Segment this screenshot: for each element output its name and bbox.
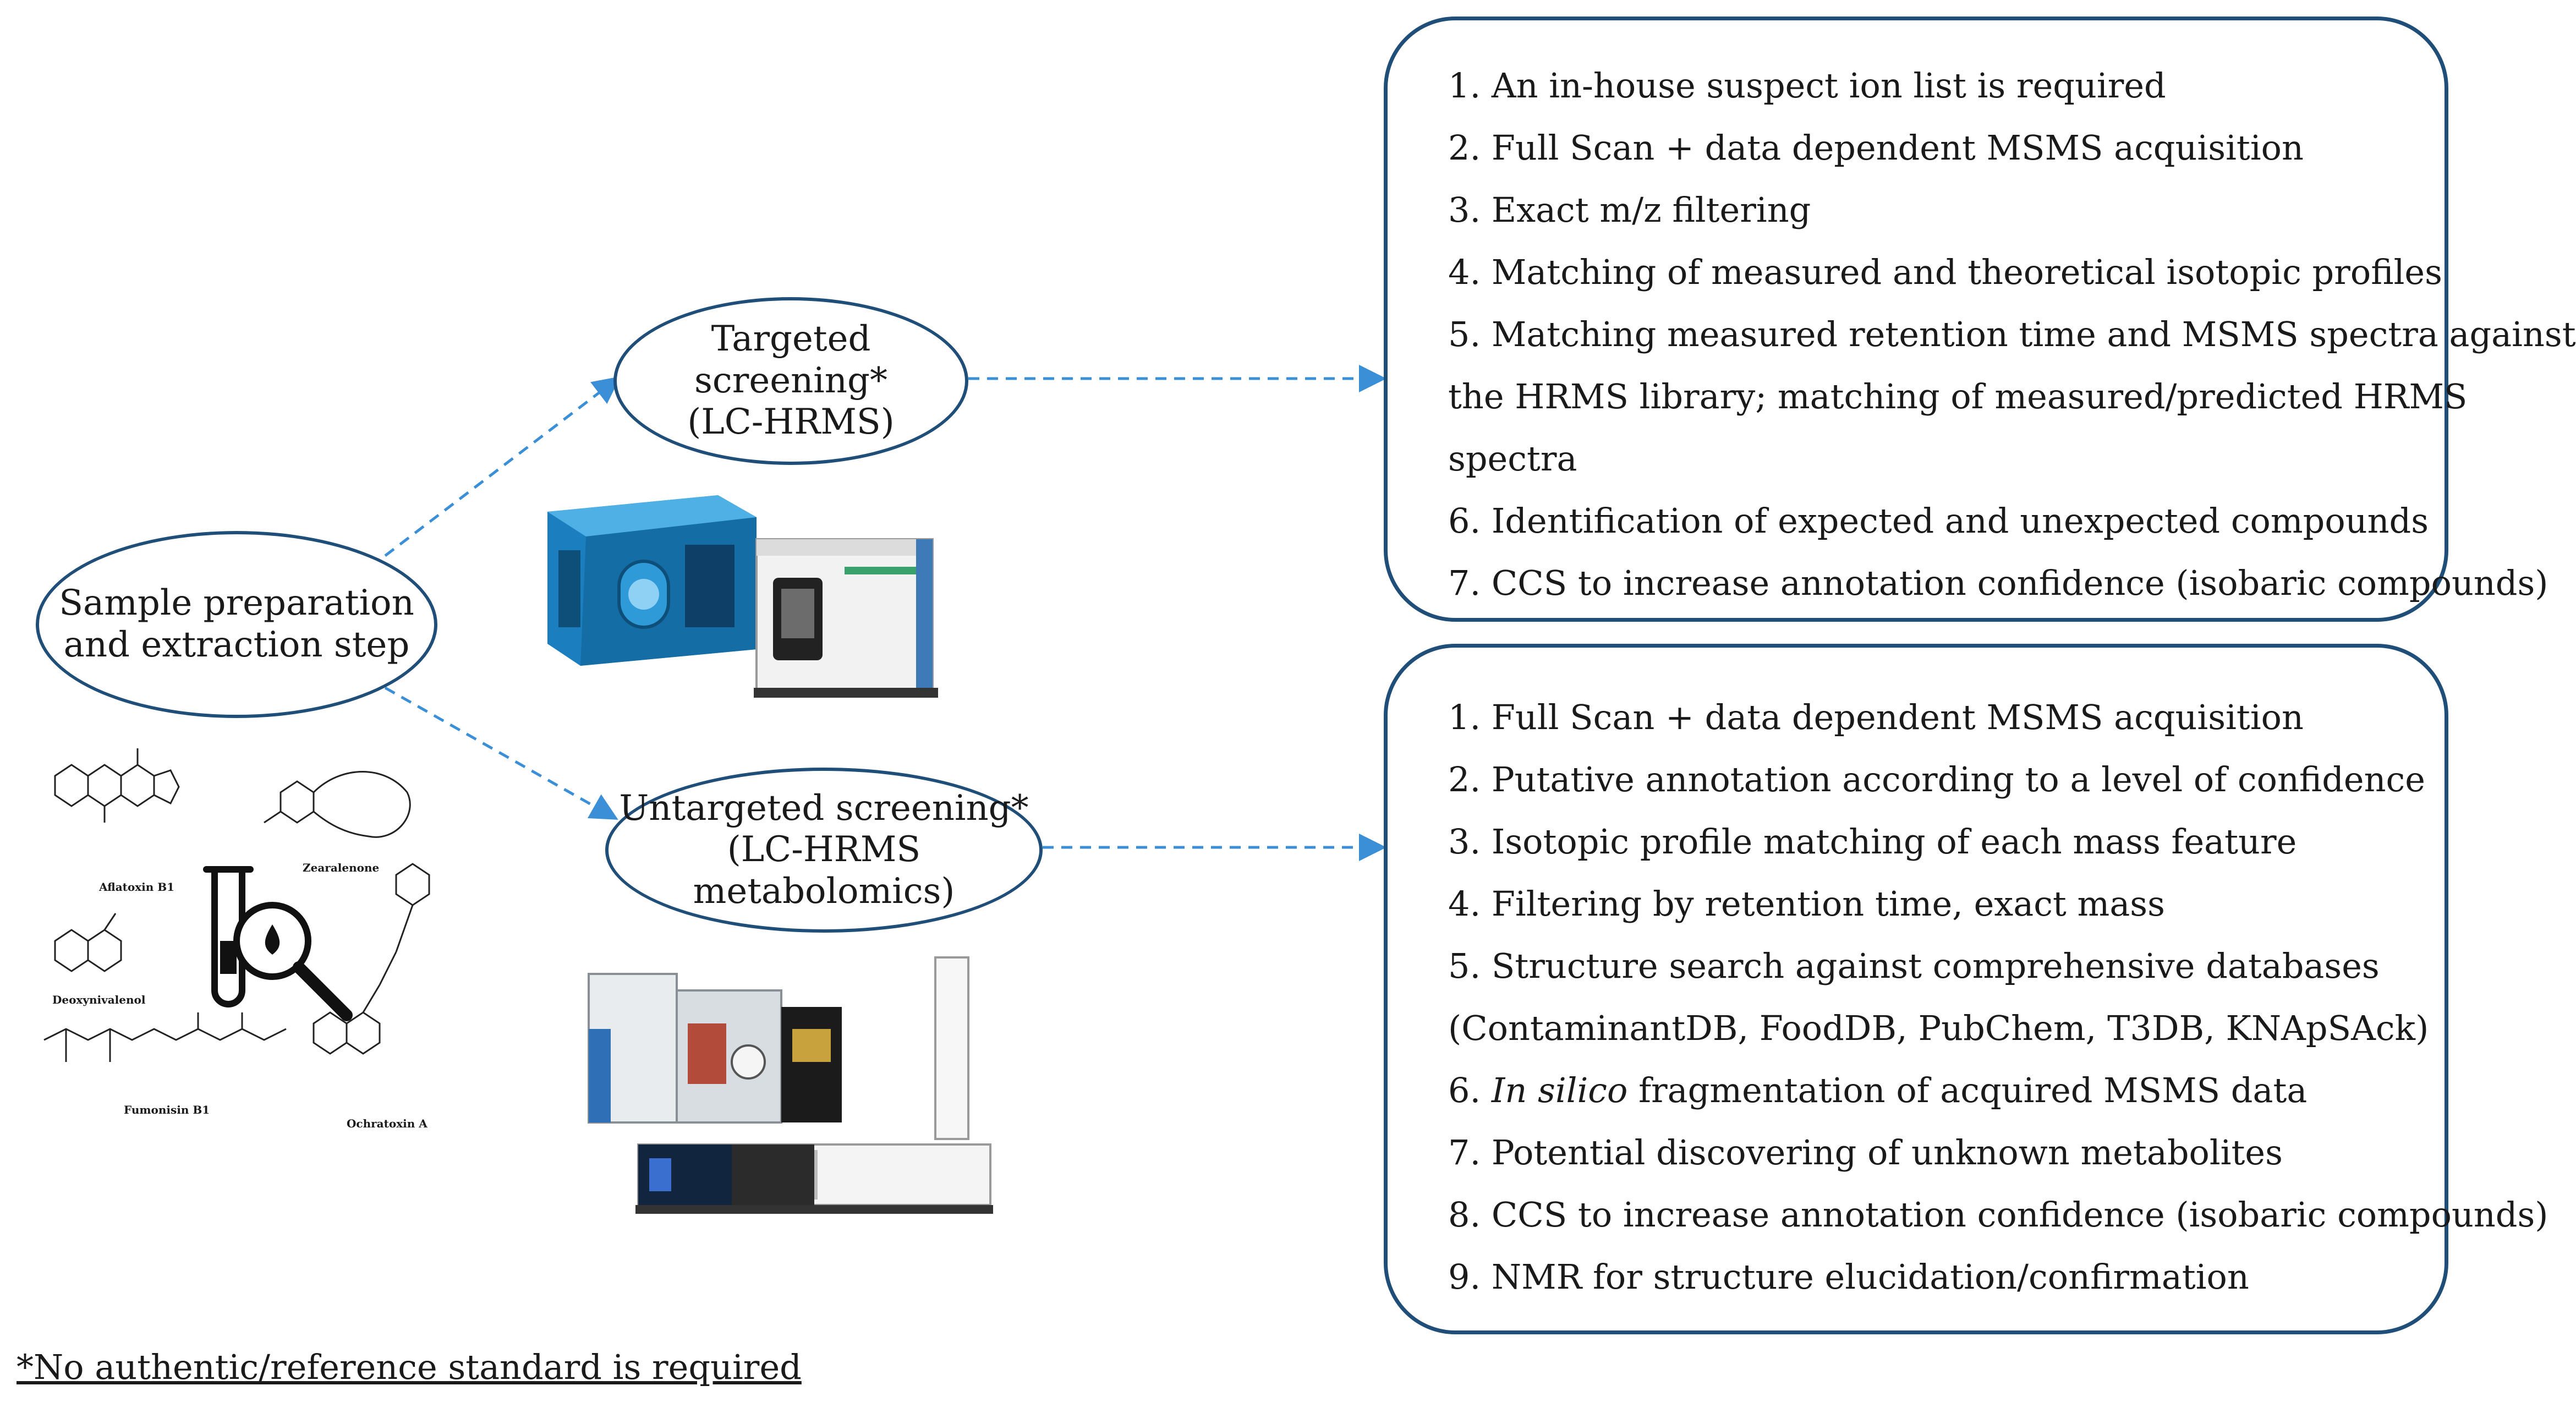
untargeted-line-1: Untargeted screening* (619, 787, 1029, 829)
untargeted-line-2: (LC-HRMS metabolomics) (693, 829, 955, 912)
arrow-sample-to-untargeted (384, 686, 618, 820)
test-tube-magnifier-icon (203, 866, 353, 1021)
untargeted-step: 4. Filtering by retention time, exact ma… (1448, 884, 2165, 924)
targeted-screening-node: Targeted screening* (LC-HRMS) (613, 297, 968, 465)
mycotoxin-structures-image (43, 748, 430, 1062)
untargeted-steps-box: 1. Full Scan + data dependent MSMS acqui… (1384, 644, 2548, 1334)
untargeted-screening-node: Untargeted screening* (LC-HRMS metabolom… (605, 768, 1043, 933)
targeted-step: 6. Identification of expected and unexpe… (1448, 501, 2429, 541)
targeted-step: 4. Matching of measured and theoretical … (1448, 252, 2442, 292)
sample-line-1: Sample preparation (59, 583, 414, 624)
targeted-step: 7. CCS to increase annotation confidence… (1448, 563, 2548, 603)
untargeted-step: 1. Full Scan + data dependent MSMS acqui… (1448, 697, 2304, 737)
targeted-step: 2. Full Scan + data dependent MSMS acqui… (1448, 128, 2304, 168)
molecule-label-fumonisin: Fumonisin B1 (124, 1103, 210, 1116)
untargeted-step: 5. Structure search against comprehensiv… (1448, 946, 2380, 986)
connector-layer (384, 365, 1386, 861)
insilico-prefix: 6. (1448, 1070, 1492, 1110)
untargeted-step: 3. Isotopic profile matching of each mas… (1448, 822, 2297, 862)
targeted-step: 5. Matching measured retention time and … (1448, 314, 2576, 354)
insilico-rest: fragmentation of acquired MSMS data (1627, 1070, 2308, 1110)
targeted-instruments-image (547, 495, 938, 698)
molecule-label-deoxynivalenol: Deoxynivalenol (52, 993, 146, 1006)
untargeted-step: (ContaminantDB, FoodDB, PubChem, T3DB, K… (1448, 1008, 2429, 1048)
targeted-step: 3. Exact m/z filtering (1448, 190, 1811, 230)
targeted-line-1: Targeted screening* (694, 319, 887, 401)
untargeted-instruments-image (588, 956, 993, 1214)
targeted-steps-box: 1. An in-house suspect ion list is requi… (1384, 17, 2576, 622)
sample-line-2: and extraction step (63, 625, 410, 665)
untargeted-step: 9. NMR for structure elucidation/confirm… (1448, 1257, 2249, 1297)
untargeted-step-insilico: 6. In silico fragmentation of acquired M… (1448, 1059, 2434, 1122)
untargeted-step: 7. Potential discovering of unknown meta… (1448, 1132, 2283, 1173)
targeted-step: 1. An in-house suspect ion list is requi… (1448, 65, 2166, 106)
targeted-step: spectra (1448, 439, 1577, 479)
molecule-label-ochratoxin: Ochratoxin A (347, 1117, 427, 1130)
insilico-italic: In silico (1491, 1070, 1628, 1110)
targeted-step: the HRMS library; matching of measured/p… (1448, 376, 2468, 417)
molecule-label-aflatoxin: Aflatoxin B1 (99, 880, 175, 894)
untargeted-step: 2. Putative annotation according to a le… (1448, 759, 2425, 799)
sample-preparation-node: Sample preparation and extraction step (36, 531, 437, 718)
untargeted-step: 8. CCS to increase annotation confidence… (1448, 1195, 2548, 1235)
targeted-line-2: (LC-HRMS) (687, 402, 895, 443)
footnote: *No authentic/reference standard is requ… (17, 1347, 802, 1387)
molecule-label-zearalenone: Zearalenone (303, 861, 380, 874)
